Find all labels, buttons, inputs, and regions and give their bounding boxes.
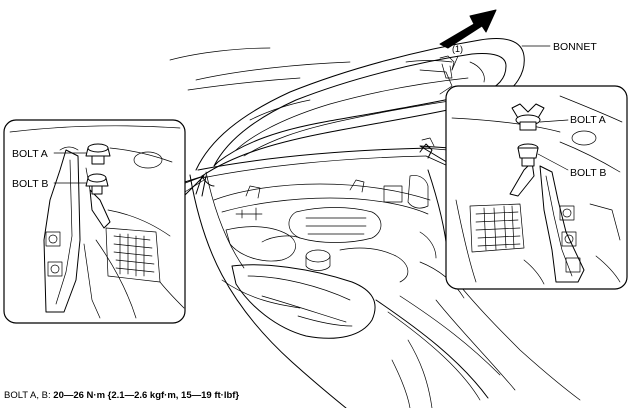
torque-spec: BOLT A, B: 20—26 N·m {2.1—2.6 kgf·m, 15—… — [4, 390, 239, 401]
right-hinge-detail: BOLT A BOLT B — [445, 85, 628, 290]
torque-spec-text: BOLT A, B: 20—26 N·m {2.1—2.6 kgf·m, 15—… — [4, 390, 239, 401]
callout-1: (1) — [451, 44, 463, 71]
right-bolt-a — [511, 103, 545, 131]
left-bolt-b-label: BOLT B — [12, 178, 48, 190]
bonnet-callout: BONNET — [521, 41, 597, 53]
right-vent-mesh — [469, 203, 525, 253]
right-bolt-a-label: BOLT A — [570, 114, 606, 126]
left-bolt-a-label: BOLT A — [12, 148, 48, 160]
left-bolt-b — [85, 173, 109, 195]
engine-bay — [213, 175, 437, 283]
callout-1-label: (1) — [452, 44, 463, 54]
lift-direction-arrow-icon — [439, 9, 497, 49]
left-hinge-detail: BOLT A BOLT B — [3, 119, 186, 324]
right-bolt-b — [517, 143, 539, 167]
bonnet — [195, 38, 525, 197]
torque-spec-value: 20—26 N·m {2.1—2.6 kgf·m, 15—19 ft·lbf} — [53, 390, 239, 401]
bonnet-label: BONNET — [553, 41, 597, 53]
right-bolt-b-label: BOLT B — [570, 167, 606, 179]
left-bolt-a — [85, 143, 111, 165]
torque-spec-prefix: BOLT A, B: — [4, 390, 53, 401]
right-detail-pointer — [423, 147, 449, 167]
